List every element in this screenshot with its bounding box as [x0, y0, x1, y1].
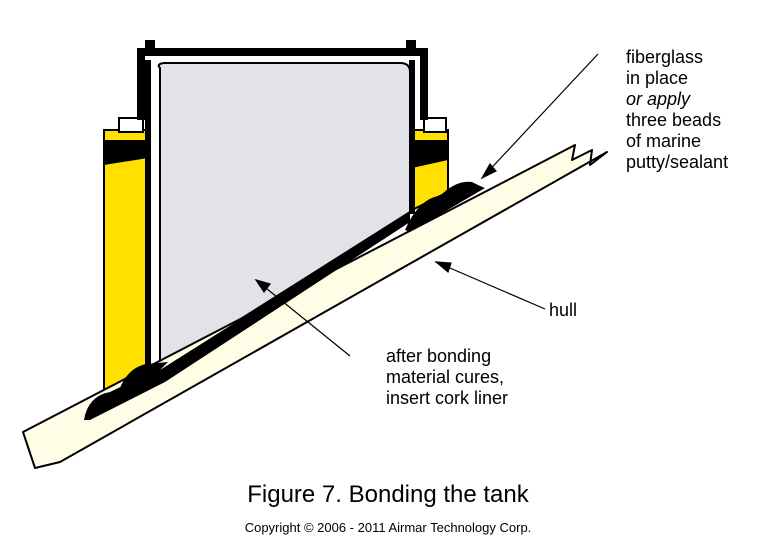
hull-label: hull [549, 300, 577, 320]
tank-left-wall [103, 129, 149, 400]
fiberglass-label: fiberglass in place or apply three beads… [626, 47, 728, 172]
fiberglass-line-2: in place [626, 68, 688, 88]
fiberglass-line-4: three beads [626, 110, 721, 130]
figure-caption: Figure 7. Bonding the tank [247, 481, 530, 508]
cork-line-1: after bonding [386, 346, 491, 366]
cork-leader [255, 279, 351, 357]
fiberglass-line-1: fiberglass [626, 47, 703, 67]
fiberglass-leader [481, 53, 599, 179]
bonding-beads [84, 181, 485, 420]
tank-frame [137, 40, 428, 378]
leader-lines [254, 53, 599, 357]
fiberglass-line-3: or apply [626, 89, 691, 109]
copyright: Copyright © 2006 - 2011 Airmar Technolog… [245, 520, 532, 535]
hull-leader [435, 261, 546, 310]
cork-line-2: material cures, [386, 367, 504, 387]
cork-liner [157, 62, 411, 372]
cork-label: after bonding material cures, insert cor… [386, 346, 509, 408]
fiberglass-line-6: putty/sealant [626, 152, 728, 172]
cork-line-3: insert cork liner [386, 388, 508, 408]
hull [22, 144, 608, 469]
fiberglass-line-5: of marine [626, 131, 701, 151]
